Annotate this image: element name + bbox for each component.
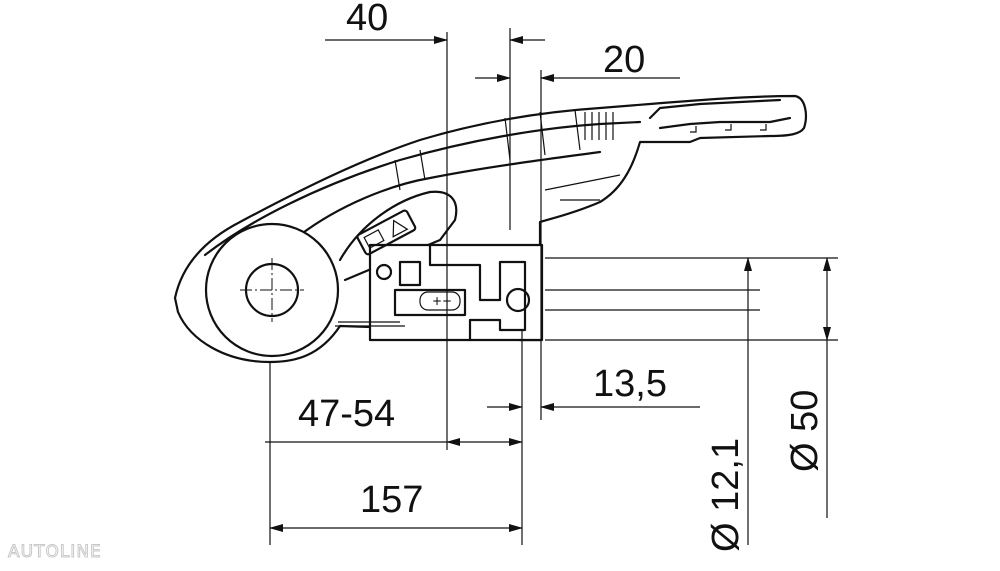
dim-20-label: 20 — [603, 39, 645, 81]
mechanism-inner — [393, 243, 527, 342]
dim-157-label: 157 — [360, 479, 423, 521]
warning-label — [356, 209, 417, 256]
lever-inner-line-2 — [298, 150, 602, 237]
watermark: AUTOLINE — [8, 542, 102, 562]
handle-grip — [648, 98, 792, 130]
dim-50-label: Ø 50 — [784, 390, 826, 472]
dim-47-54-label: 47-54 — [298, 393, 395, 435]
dim-40-label: 40 — [346, 0, 388, 39]
grip-ribs — [584, 112, 614, 140]
dim-13-5-label: 13,5 — [593, 363, 667, 405]
small-bolt — [375, 263, 393, 281]
lever-inner-line — [203, 120, 642, 257]
pin-circle — [505, 287, 531, 313]
dim-12-1-label: Ø 12,1 — [705, 438, 747, 552]
extension-lines — [269, 28, 838, 545]
grip-slots — [690, 124, 767, 133]
bottom-details — [335, 321, 405, 327]
connector-plus-plus: ++ — [432, 294, 452, 308]
ball-centerline — [240, 258, 304, 322]
panel-lines — [394, 109, 621, 201]
connector — [419, 291, 461, 311]
dimension-lines — [265, 36, 831, 545]
coupling-drawing: ++ — [173, 94, 807, 364]
